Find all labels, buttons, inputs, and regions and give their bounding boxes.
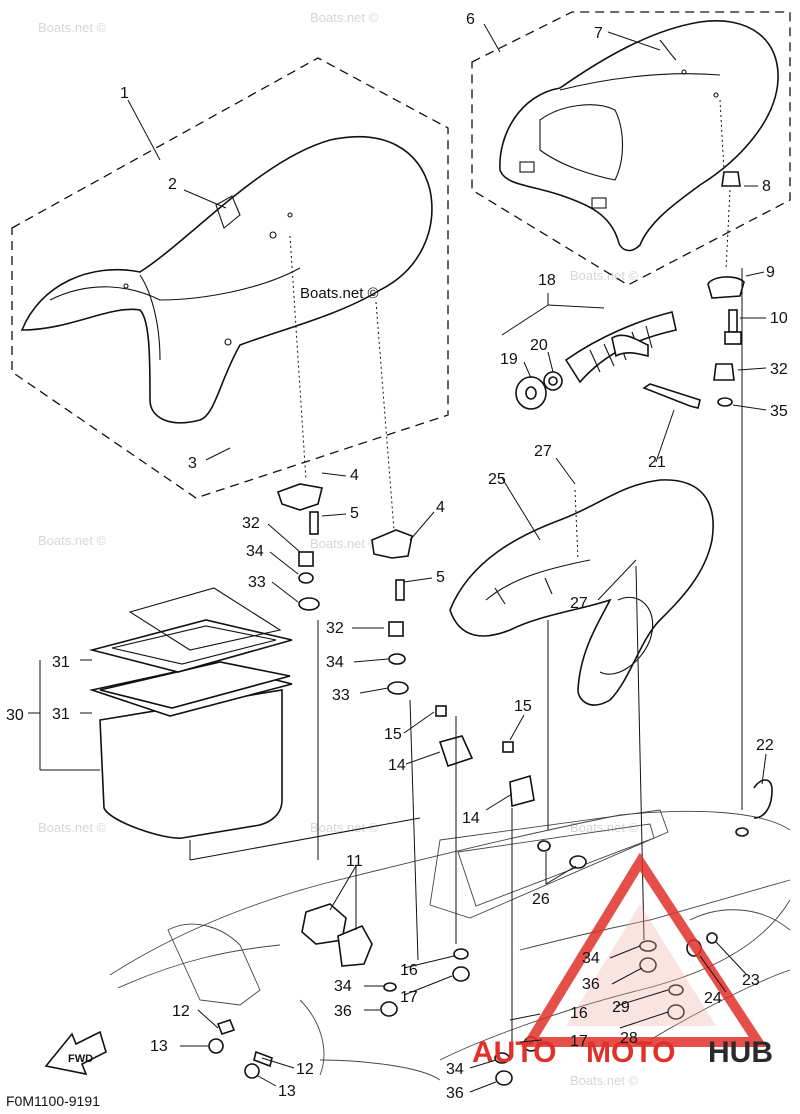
right-hardware [707,99,745,810]
callout-20: 20 [530,337,548,354]
lower-hardware [189,565,773,1086]
fwd-arrow: FWD [44,1030,107,1076]
watermark: Boats.net © [38,533,107,548]
callout-29: 29 [612,999,630,1016]
callout-36: 36 [334,1003,352,1020]
callout-17: 17 [400,989,418,1006]
callout-18: 18 [538,272,556,289]
watermark: Boats.net © [38,820,107,835]
callout-8: 8 [762,178,771,195]
callout-32: 32 [242,515,260,532]
callout-36: 36 [582,976,600,993]
watermark: Boats.net © [570,820,639,835]
watermark: Boats.net © [310,820,379,835]
callout-33: 33 [332,687,350,704]
callout-12: 12 [172,1003,190,1020]
callout-22: 22 [756,737,774,754]
callout-3: 3 [188,455,197,472]
callout-9: 9 [766,264,775,281]
watermark: Boats.net © [570,268,639,283]
callouts: 1 2 3 4 4 5 5 6 7 8 9 10 11 12 12 13 13 … [6,11,788,1102]
callout-10: 10 [770,310,788,327]
callout-5: 5 [350,505,359,522]
callout-1: 1 [120,85,129,102]
watermark: Boats.net © [310,536,379,551]
leader-lines [127,23,767,1093]
callout-32: 32 [770,361,788,378]
watermark: Boats.net © [570,1073,639,1088]
callout-13: 13 [150,1038,168,1055]
seat-base-panel [449,479,714,706]
rear-seat [499,20,779,252]
callout-32: 32 [326,620,344,637]
callout-16: 16 [570,1005,588,1022]
callout-28: 28 [620,1030,638,1047]
callout-12: 12 [296,1061,314,1078]
callout-34: 34 [246,543,264,560]
front-seat [20,135,433,424]
callout-34: 34 [582,950,600,967]
callout-2: 2 [168,176,177,193]
seat-group-2-boundary [471,11,791,286]
watermark: Boats.net © [38,20,107,35]
callout-16: 16 [400,962,418,979]
watermark: Boats.net © [310,10,379,25]
seat-group-1-boundary [11,57,449,499]
callout-34: 34 [446,1061,464,1078]
center-brackets [276,235,419,961]
callout-36: 36 [446,1085,464,1102]
callout-25: 25 [488,471,506,488]
callout-4: 4 [350,467,359,484]
seat-watermark-overlay: Boats.net © [300,285,379,302]
callout-14: 14 [462,810,480,827]
storage-box [28,587,293,839]
callout-34: 34 [326,654,344,671]
callout-34: 34 [334,978,352,995]
callout-4: 4 [436,499,445,516]
callout-17: 17 [570,1033,588,1050]
callout-15: 15 [514,698,532,715]
callout-11: 11 [346,853,363,870]
callout-35: 35 [770,403,788,420]
callout-7: 7 [594,25,603,42]
callout-31: 31 [52,654,70,671]
callout-6: 6 [466,11,475,28]
callout-30: 30 [6,707,24,724]
callout-19: 19 [500,351,518,368]
callout-23: 23 [742,972,760,989]
callout-14: 14 [388,757,406,774]
brand-auto: AUTO [472,1036,556,1069]
callout-27: 27 [570,595,588,612]
callout-27: 27 [534,443,552,460]
callout-33: 33 [248,574,266,591]
diagram-code: F0M1100-9191 [6,1093,100,1109]
brand-hub: HUB [708,1036,773,1069]
callout-15: 15 [384,726,402,743]
callout-13: 13 [278,1083,296,1100]
fwd-label: FWD [68,1053,93,1065]
callout-24: 24 [704,990,722,1007]
brand-moto: MOTO [586,1036,675,1069]
watermarks: Boats.net © Boats.net © Boats.net © Boat… [38,10,639,1088]
callout-26: 26 [532,891,550,908]
callout-21: 21 [648,454,666,471]
seat-watermark: Boats.net © [300,285,379,302]
callout-5: 5 [436,569,445,586]
callout-31: 31 [52,706,70,723]
